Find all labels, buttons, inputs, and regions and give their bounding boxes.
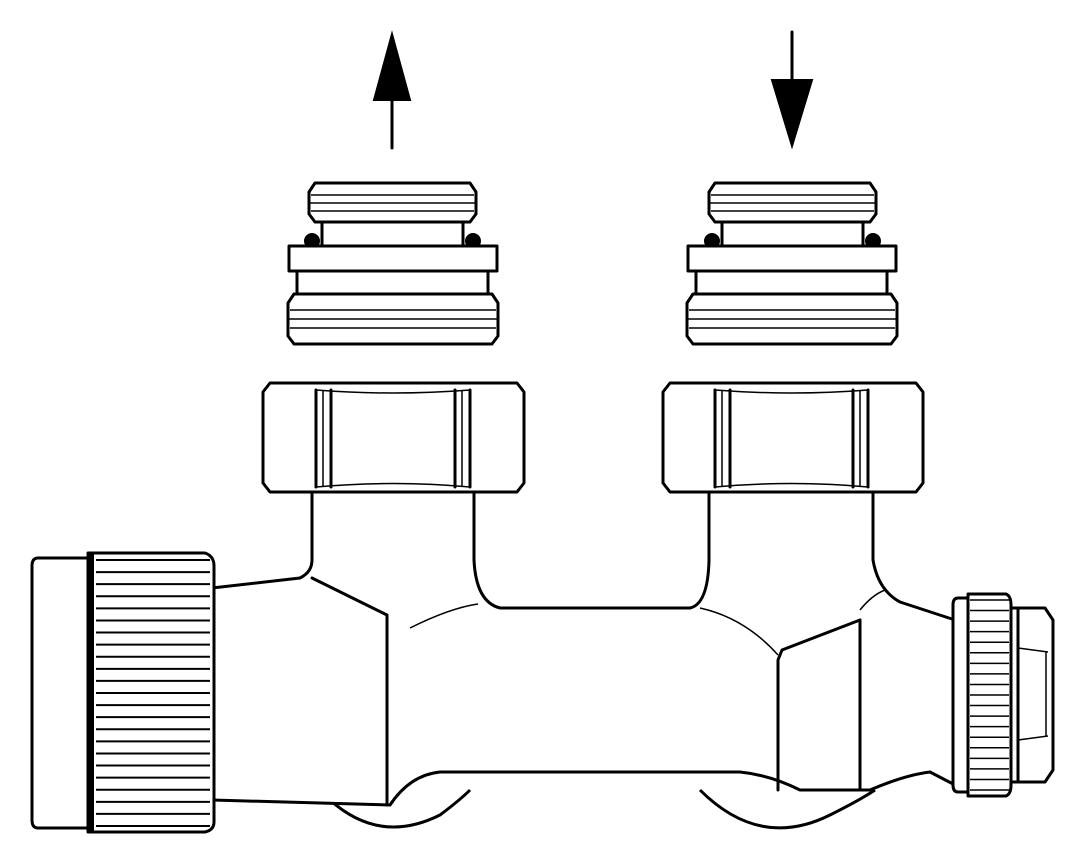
left-union-nut — [261, 381, 526, 494]
left-knurled-cap — [30, 551, 216, 834]
flow-arrow-up-icon — [372, 30, 412, 150]
right-union-nut — [661, 381, 925, 494]
right-threaded-nipple — [685, 181, 899, 346]
left-threaded-nipple — [286, 181, 500, 346]
right-end-fitting — [951, 592, 1055, 798]
valve-body — [210, 490, 957, 830]
flow-arrow-down-icon — [770, 30, 814, 150]
